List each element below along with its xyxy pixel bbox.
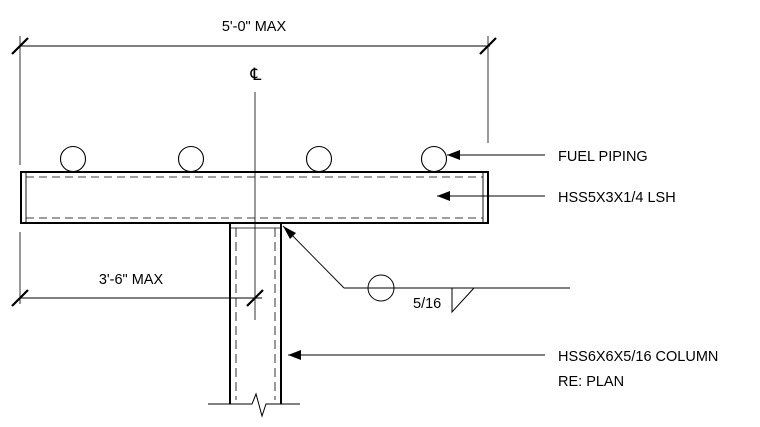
fuel-piping-callout: FUEL PIPING	[447, 149, 648, 165]
fillet-weld-icon	[451, 287, 475, 314]
fuel-piping-label: FUEL PIPING	[558, 149, 648, 165]
fuel-pipe-1	[59, 145, 87, 173]
overall-width-label: 5'-0" MAX	[222, 19, 287, 35]
column-callout: HSS6X6X5/16 COLUMN RE: PLAN	[288, 349, 718, 390]
beam-arrowhead	[437, 191, 450, 201]
fuel-pipe-2	[177, 145, 205, 173]
fuel-pipe-3	[305, 145, 333, 173]
centerline-symbol: ℄	[250, 65, 262, 85]
weld-all-around-icon	[367, 274, 395, 302]
weld-symbol: 5/16	[282, 225, 570, 314]
centerline: ℄	[250, 65, 262, 320]
beam-label: HSS5X3X1/4 LSH	[558, 190, 676, 206]
column-label-line1: HSS6X6X5/16 COLUMN	[558, 349, 718, 365]
hss-beam	[20, 171, 489, 224]
cantilever-label: 3'-6" MAX	[99, 272, 164, 288]
column-label-line2: RE: PLAN	[558, 374, 624, 390]
beam-callout: HSS5X3X1/4 LSH	[437, 190, 676, 206]
fuel-piping-arrowhead	[447, 150, 460, 160]
column-break-line	[208, 392, 300, 418]
weld-size-label: 5/16	[413, 296, 441, 312]
overall-width-dimension: 5'-0" MAX	[11, 19, 497, 165]
fuel-pipe-4	[420, 145, 448, 173]
hss-column	[208, 223, 300, 418]
cantilever-dimension: 3'-6" MAX	[11, 232, 264, 307]
fuel-pipes	[59, 145, 448, 173]
column-arrowhead	[288, 350, 301, 360]
weld-leader-arrowhead	[283, 226, 296, 239]
